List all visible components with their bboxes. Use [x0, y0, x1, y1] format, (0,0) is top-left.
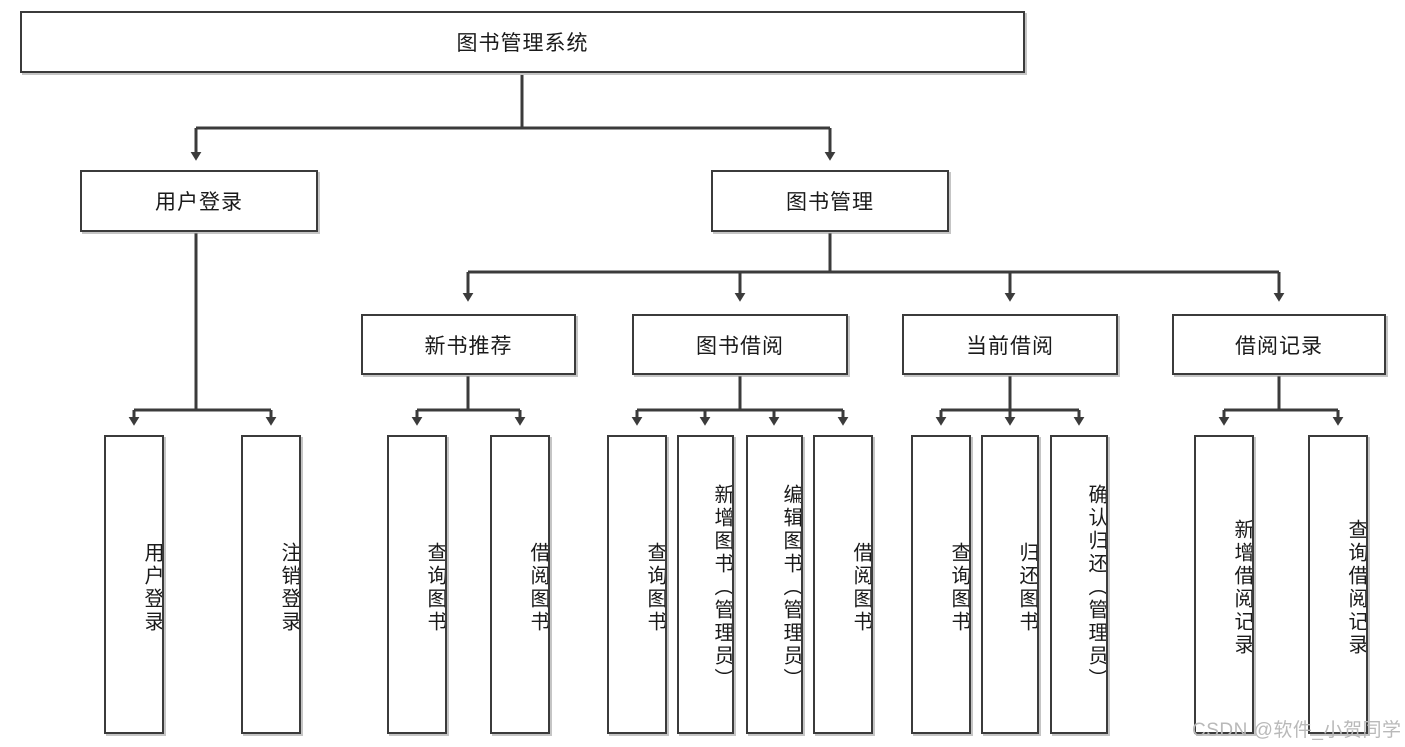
node-leaf-add-record[interactable]: 新增借阅记录: [1194, 435, 1254, 734]
node-leaf-query-book-2[interactable]: 查询图书: [607, 435, 667, 734]
node-leaf-borrow-book-2-label: 借阅图书: [850, 541, 872, 634]
node-leaf-query-book-2-label: 查询图书: [644, 541, 666, 634]
node-user-login[interactable]: 用户登录: [80, 170, 318, 232]
node-borrow-record-label: 借阅记录: [1235, 334, 1323, 358]
node-leaf-return-book-label: 归还图书: [1016, 541, 1038, 634]
node-root[interactable]: 图书管理系统: [20, 11, 1025, 73]
node-leaf-logout-label: 注销登录: [278, 541, 300, 634]
node-leaf-edit-book[interactable]: 编辑图书（管理员）: [746, 435, 803, 734]
node-leaf-query-book-3-label: 查询图书: [948, 541, 970, 634]
node-leaf-user-login[interactable]: 用户登录: [104, 435, 164, 734]
node-leaf-confirm-return[interactable]: 确认归还（管理员）: [1050, 435, 1108, 734]
node-leaf-query-book-3[interactable]: 查询图书: [911, 435, 971, 734]
node-leaf-add-book[interactable]: 新增图书（管理员）: [677, 435, 734, 734]
node-new-book-recommend-label: 新书推荐: [424, 334, 513, 358]
node-leaf-user-login-label: 用户登录: [141, 541, 163, 634]
node-book-borrow-label: 图书借阅: [696, 334, 784, 358]
node-new-book-recommend[interactable]: 新书推荐: [361, 314, 576, 375]
node-leaf-borrow-book-2[interactable]: 借阅图书: [813, 435, 873, 734]
node-leaf-add-record-label: 新增借阅记录: [1231, 518, 1253, 657]
node-leaf-borrow-book-1-label: 借阅图书: [527, 541, 549, 634]
node-leaf-add-book-label: 新增图书（管理员）: [711, 484, 733, 691]
node-leaf-query-record[interactable]: 查询借阅记录: [1308, 435, 1368, 734]
node-leaf-query-book-1-label: 查询图书: [424, 541, 446, 634]
node-leaf-logout[interactable]: 注销登录: [241, 435, 301, 734]
node-root-label: 图书管理系统: [456, 32, 589, 55]
node-current-borrow[interactable]: 当前借阅: [902, 314, 1118, 375]
node-leaf-borrow-book-1[interactable]: 借阅图书: [490, 435, 550, 734]
node-book-manage[interactable]: 图书管理: [711, 170, 949, 232]
node-leaf-query-record-label: 查询借阅记录: [1345, 518, 1367, 657]
node-book-borrow[interactable]: 图书借阅: [632, 314, 848, 375]
node-leaf-query-book-1[interactable]: 查询图书: [387, 435, 447, 734]
node-leaf-return-book[interactable]: 归还图书: [981, 435, 1039, 734]
node-borrow-record[interactable]: 借阅记录: [1172, 314, 1386, 375]
node-book-manage-label: 图书管理: [786, 191, 874, 214]
node-user-login-label: 用户登录: [155, 191, 243, 214]
node-current-borrow-label: 当前借阅: [966, 334, 1054, 358]
node-leaf-edit-book-label: 编辑图书（管理员）: [780, 484, 802, 691]
node-leaf-confirm-return-label: 确认归还（管理员）: [1085, 484, 1107, 691]
